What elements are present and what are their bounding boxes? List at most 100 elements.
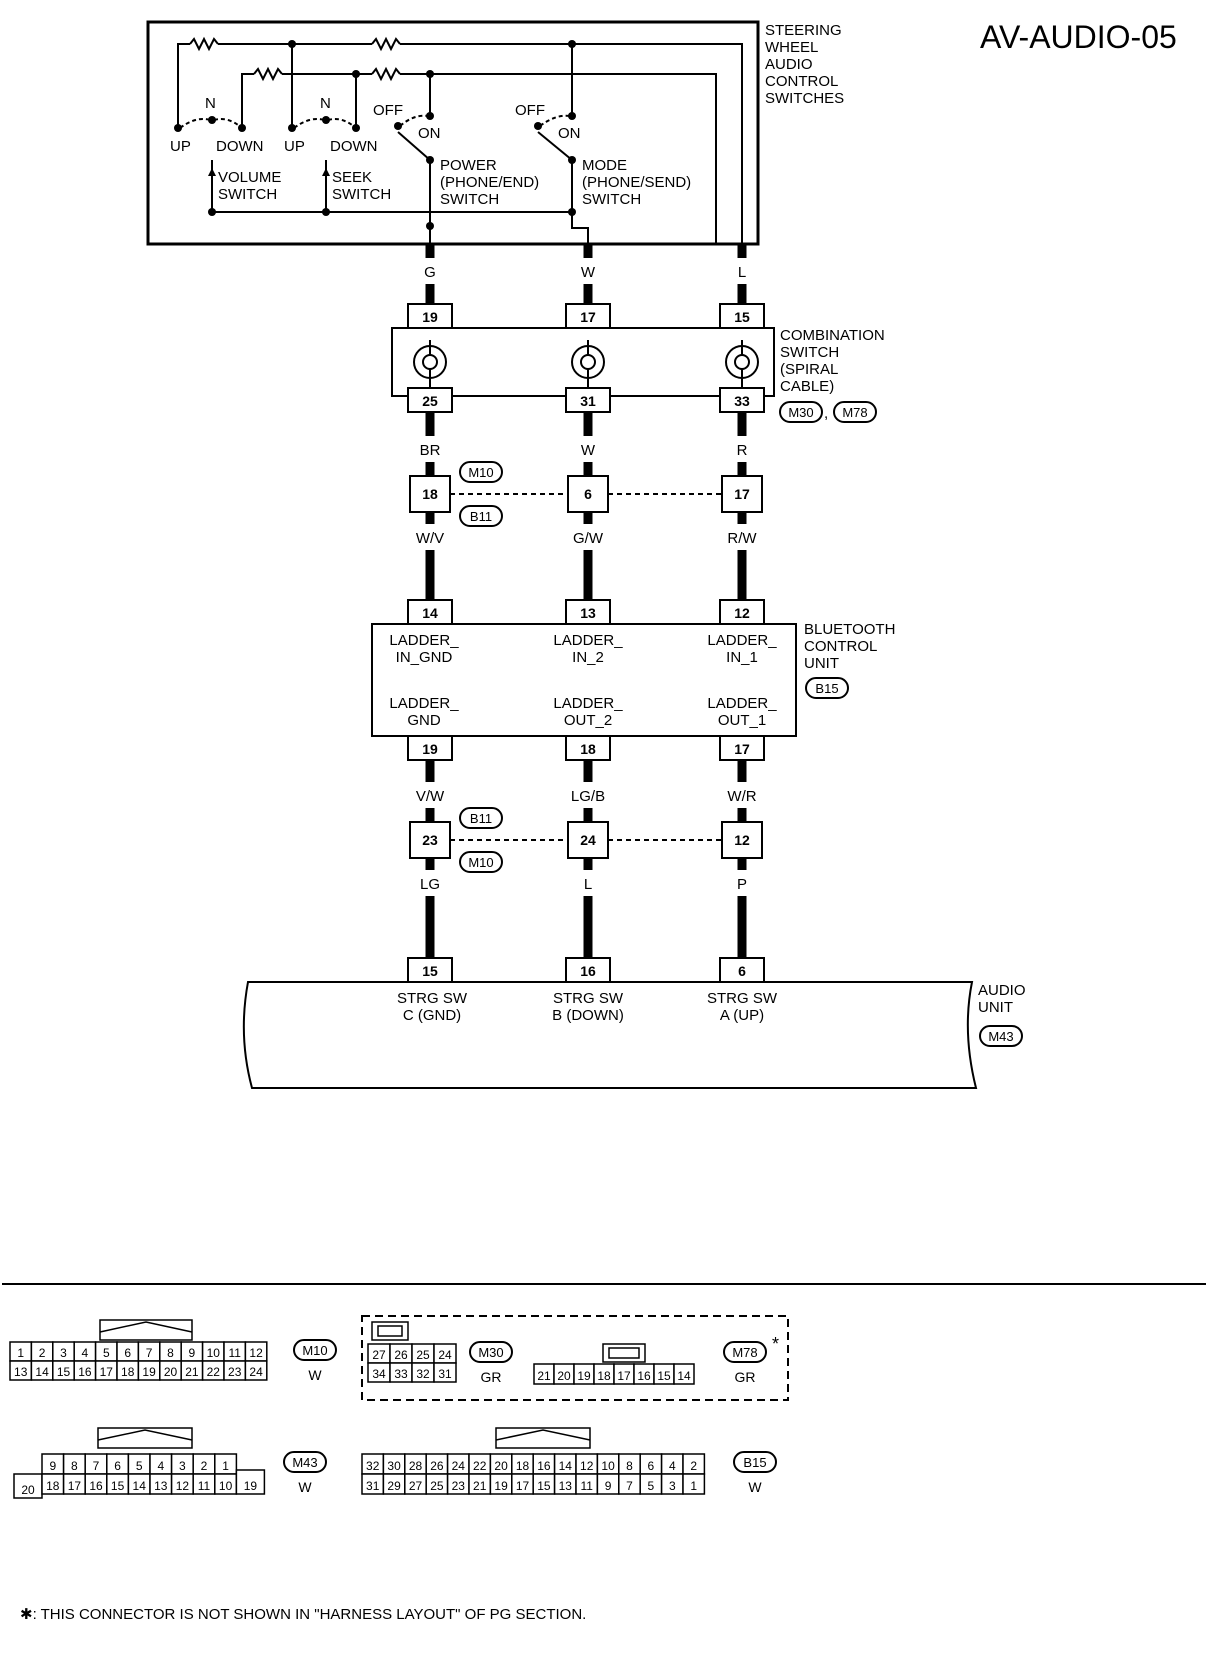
bt-out-2-1: LADDER_: [553, 695, 623, 712]
m30-badge: [469, 1341, 513, 1363]
seek-up-label: UP: [284, 138, 305, 155]
m43-pin-16-label: 16: [89, 1479, 103, 1493]
m10-pin-14-label: 14: [35, 1365, 49, 1379]
j2-pin-3: 12: [734, 832, 750, 848]
m43-pin-1-label: 1: [222, 1459, 229, 1473]
joint-connector-m10-b11: 18 6 17 M10 B11: [409, 461, 763, 527]
wire-rw: R/W: [727, 530, 757, 547]
b15-pin-20-label: 20: [494, 1459, 508, 1473]
m43-pin-2-label: 2: [201, 1459, 208, 1473]
b15-pin-22-label: 22: [473, 1459, 487, 1473]
bt-out-gnd-2: GND: [407, 712, 441, 729]
b15-pin-23-label: 23: [452, 1479, 466, 1493]
wire-gw: G/W: [573, 530, 604, 547]
bt-pin-bottom-2: 18: [580, 741, 596, 757]
b15-pin-16-label: 16: [537, 1459, 551, 1473]
j1-lower-connector: B11: [470, 509, 492, 524]
wire-r: R: [737, 442, 748, 459]
power-switch-name-2: (PHONE/END): [440, 174, 539, 191]
mode-switch-name-3: SWITCH: [582, 191, 641, 208]
j1-pin-1: 18: [422, 486, 438, 502]
m78-pin-17-label: 17: [617, 1369, 631, 1383]
au-label-2: UNIT: [978, 999, 1013, 1016]
b15-pin-4-label: 4: [669, 1459, 676, 1473]
harness-wires: [425, 244, 747, 958]
optional-connector-frame: [361, 1315, 789, 1401]
b15-pin-3-label: 3: [669, 1479, 676, 1493]
m43-pin-9-label: 9: [49, 1459, 56, 1473]
footnote: ✱: THIS CONNECTOR IS NOT SHOWN IN "HARNE…: [20, 1606, 586, 1623]
m43-pin-10-label: 10: [219, 1479, 233, 1493]
steering-switch-assembly: STEERING WHEEL AUDIO CONTROL SWITCHES: [146, 20, 844, 246]
m43-pin-18-label: 18: [46, 1479, 60, 1493]
j2-upper-connector: B11: [470, 811, 492, 826]
cs-pin-top-1: 19: [422, 309, 438, 325]
b15-pin-10-label: 10: [601, 1459, 615, 1473]
seek-n-label: N: [320, 95, 331, 112]
m43-pin-20-cell: [13, 1473, 43, 1499]
m10-id: M10: [302, 1343, 327, 1358]
wire-w-mid: W: [581, 442, 596, 459]
bt-pin-top-3: 12: [734, 605, 750, 621]
bt-out-gnd-1: LADDER_: [389, 695, 459, 712]
b15-pin-21-label: 21: [473, 1479, 487, 1493]
bt-in-gnd-2: IN_GND: [396, 649, 453, 666]
b15-pin-15-label: 15: [537, 1479, 551, 1493]
j2-pin-2: 24: [580, 832, 596, 848]
au-pin-3: 6: [738, 963, 746, 979]
wire-l: L: [584, 876, 592, 893]
b15-pin-30-label: 30: [387, 1459, 401, 1473]
b15-pin-27-label: 27: [409, 1479, 423, 1493]
m43-pin-19-cell: [235, 1469, 266, 1495]
bt-pin-top-1: 14: [422, 605, 438, 621]
mode-switch-name-1: MODE: [582, 157, 627, 174]
m43-pin-19-label: 19: [244, 1479, 258, 1493]
b15-pin-29-label: 29: [387, 1479, 401, 1493]
au-pin-2: 16: [580, 963, 596, 979]
m78-pin-21-label: 21: [537, 1369, 551, 1383]
bt-in-2-1: LADDER_: [553, 632, 623, 649]
m10-pin-15-label: 15: [57, 1365, 71, 1379]
m10-pin-16-label: 16: [78, 1365, 92, 1379]
b15-pin-32-label: 32: [366, 1459, 380, 1473]
m30-pin-24-label: 24: [438, 1348, 452, 1362]
bt-pin-bottom-1: 19: [422, 741, 438, 757]
b15-pin-5-label: 5: [648, 1479, 655, 1493]
b15-pin-1-label: 1: [690, 1479, 697, 1493]
bt-out-1-2: OUT_1: [718, 712, 766, 729]
b15-pin-2-label: 2: [690, 1459, 697, 1473]
power-switch-name-1: POWER: [440, 157, 497, 174]
m10-pin-8-label: 8: [167, 1346, 174, 1360]
au-connector: M43: [988, 1029, 1013, 1044]
volume-up-label: UP: [170, 138, 191, 155]
mode-off-label: OFF: [515, 102, 545, 119]
m10-pin-13-label: 13: [14, 1365, 28, 1379]
cs-label-2: SWITCH: [780, 344, 839, 361]
m10-pin-12-label: 12: [249, 1346, 263, 1360]
m43-pin-14-label: 14: [133, 1479, 147, 1493]
au-term-a-2: A (UP): [720, 1007, 764, 1024]
bt-in-2-2: IN_2: [572, 649, 604, 666]
volume-down-label: DOWN: [216, 138, 264, 155]
m10-pin-2-label: 2: [39, 1346, 46, 1360]
b15-id: B15: [743, 1455, 766, 1470]
m78-pin-18-label: 18: [597, 1369, 611, 1383]
seek-switch-name-2: SWITCH: [332, 186, 391, 203]
m43-color: W: [298, 1479, 312, 1495]
b15-pin-26-label: 26: [430, 1459, 444, 1473]
m30-color: GR: [481, 1369, 502, 1385]
j2-lower-connector: M10: [468, 855, 493, 870]
m30-pin-32-label: 32: [416, 1367, 430, 1381]
j2-pin-1: 23: [422, 832, 438, 848]
bluetooth-control-unit: 14 13 12 19 18 17 LADDER_ IN_GND LADDER_…: [371, 599, 895, 761]
volume-n-label: N: [205, 95, 216, 112]
m78-pin-16-label: 16: [637, 1369, 651, 1383]
m43-pin-7-label: 7: [93, 1459, 100, 1473]
steering-label-2: WHEEL: [765, 39, 818, 56]
combination-switch: 19 17 15 25 31 33 COMBINATION SWITCH (SP…: [391, 303, 885, 423]
m43-pin-13-label: 13: [154, 1479, 168, 1493]
bt-out-2-2: OUT_2: [564, 712, 612, 729]
wire-vw: V/W: [416, 788, 445, 805]
